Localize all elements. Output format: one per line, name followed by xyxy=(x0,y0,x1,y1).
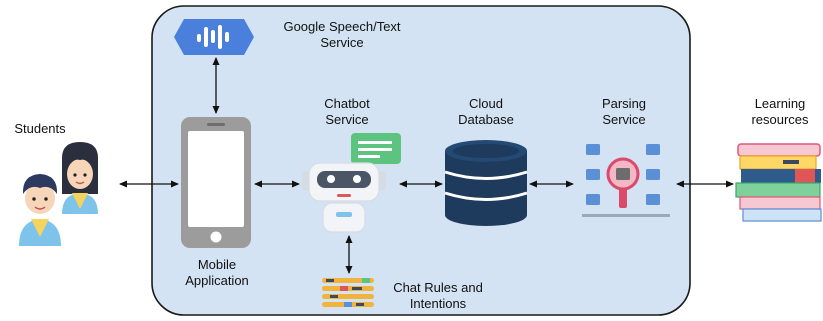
speech-service-label: Google Speech/Text Service xyxy=(264,19,420,51)
chat-rules-icon xyxy=(322,278,374,307)
cloud-database-line2: Database xyxy=(458,112,514,127)
speech-service-line1: Google Speech/Text xyxy=(283,19,401,34)
chat-rules-line2: Intentions xyxy=(409,296,467,311)
parsing-service-line2: Service xyxy=(602,112,646,127)
system-boundary xyxy=(151,5,691,316)
mobile-phone-icon xyxy=(181,117,251,248)
students-label: Students xyxy=(2,121,78,137)
parsing-service-line1: Parsing xyxy=(601,96,647,111)
chat-rules-label: Chat Rules and Intentions xyxy=(377,280,499,312)
chat-rules-line1: Chat Rules and xyxy=(393,280,483,295)
cloud-database-line1: Cloud xyxy=(469,96,503,111)
learning-resources-label: Learning resources xyxy=(739,96,821,128)
google-speech-icon xyxy=(174,19,254,55)
students-text: Students xyxy=(14,121,66,136)
books-icon xyxy=(735,143,822,222)
chatbot-service-label: Chatbot Service xyxy=(305,96,389,128)
speech-service-line2: Service xyxy=(320,35,364,50)
mobile-application-line2: Application xyxy=(185,273,249,288)
students-icon xyxy=(19,142,98,246)
chatbot-service-line1: Chatbot xyxy=(324,96,370,111)
learning-resources-line2: resources xyxy=(751,112,809,127)
database-icon xyxy=(444,140,528,226)
cloud-database-label: Cloud Database xyxy=(441,96,531,128)
parsing-network-icon xyxy=(582,144,670,217)
learning-resources-line1: Learning xyxy=(754,96,806,111)
mobile-application-label: Mobile Application xyxy=(176,257,258,289)
chatbot-service-line2: Service xyxy=(325,112,369,127)
chatbot-robot-icon xyxy=(302,133,401,233)
parsing-service-label: Parsing Service xyxy=(580,96,668,128)
mobile-application-line1: Mobile xyxy=(197,257,237,272)
